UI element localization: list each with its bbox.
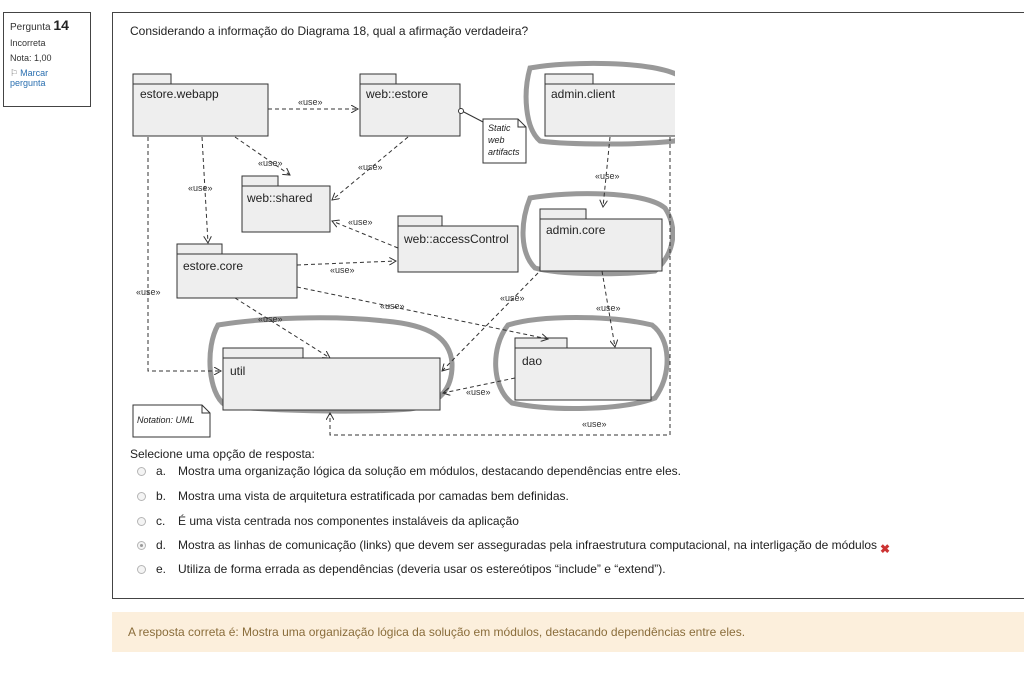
package-label-util: util xyxy=(230,364,245,378)
use-label: «use» xyxy=(330,265,355,275)
option-c[interactable]: c. É uma vista centrada nos componentes … xyxy=(137,513,519,529)
use-label: «use» xyxy=(358,162,383,172)
package-admin-client: admin.client xyxy=(544,73,675,137)
flag-question-link[interactable]: ⚐Marcar pergunta xyxy=(10,68,84,88)
option-letter: e. xyxy=(156,562,167,576)
package-dao: dao xyxy=(514,337,652,401)
package-label-admin-client: admin.client xyxy=(551,87,616,101)
question-number-value: 14 xyxy=(53,17,69,33)
use-label: «use» xyxy=(466,387,491,397)
question-state: Incorreta xyxy=(10,38,46,48)
flag-label-line2: pergunta xyxy=(10,78,46,88)
package-label-web-shared: web::shared xyxy=(246,191,312,205)
radio-option-b[interactable] xyxy=(137,491,146,501)
package-estore-webapp: estore.webapp xyxy=(132,73,269,137)
correct-answer-feedback: A resposta correta é: Mostra uma organiz… xyxy=(112,612,1024,652)
question-content: Considerando a informação do Diagrama 18… xyxy=(112,12,1024,599)
question-grade: Nota: 1,00 xyxy=(10,53,52,63)
package-label-estore-webapp: estore.webapp xyxy=(140,87,219,101)
answer-prompt: Selecione uma opção de resposta: xyxy=(130,447,315,461)
use-label: «use» xyxy=(595,171,620,181)
static-artifacts-note: Static web artifacts xyxy=(482,118,527,164)
use-label: «use» xyxy=(500,293,525,303)
use-label: «use» xyxy=(380,301,405,311)
use-label: «use» xyxy=(298,97,323,107)
feedback-text: A resposta correta é: Mostra uma organiz… xyxy=(128,625,746,639)
dependency-arrows xyxy=(147,109,671,436)
option-d[interactable]: d. Mostra as linhas de comunicação (link… xyxy=(137,537,891,556)
uml-package-diagram: estore.webapp web::estore admin.client w… xyxy=(132,60,675,438)
radio-option-c[interactable] xyxy=(137,516,146,526)
option-text: Mostra uma vista de arquitetura estratif… xyxy=(178,489,569,503)
option-a[interactable]: a. Mostra uma organização lógica da solu… xyxy=(137,463,681,479)
use-labels: «use» «use» «use» «use» «use» «use» «use… xyxy=(136,97,621,429)
use-label: «use» xyxy=(258,158,283,168)
incorrect-mark-icon: ✖ xyxy=(880,542,891,556)
static-note-line1: Static xyxy=(488,123,511,133)
option-e[interactable]: e. Utiliza de forma errada as dependênci… xyxy=(137,561,666,577)
package-util: util xyxy=(222,347,441,411)
package-web-accesscontrol: web::accessControl xyxy=(397,215,519,273)
package-label-web-accesscontrol: web::accessControl xyxy=(403,232,509,246)
static-note-line3: artifacts xyxy=(488,147,520,157)
option-b[interactable]: b. Mostra uma vista de arquitetura estra… xyxy=(137,488,569,504)
option-text: É uma vista centrada nos componentes ins… xyxy=(178,514,519,528)
package-label-dao: dao xyxy=(522,354,542,368)
question-number: Pergunta 14 xyxy=(10,17,84,33)
package-estore-core: estore.core xyxy=(176,243,298,299)
flag-label-line1: Marcar xyxy=(20,68,49,78)
flag-icon: ⚐ xyxy=(10,68,19,78)
option-text: Mostra as linhas de comunicação (links) … xyxy=(178,538,878,552)
package-label-admin-core: admin.core xyxy=(546,223,606,237)
package-label-estore-core: estore.core xyxy=(183,259,243,273)
option-letter: a. xyxy=(156,464,167,478)
option-letter: b. xyxy=(156,489,167,503)
static-artifacts-link xyxy=(459,109,486,124)
option-text: Mostra uma organização lógica da solução… xyxy=(178,464,681,478)
question-label: Pergunta xyxy=(10,22,51,33)
option-letter: d. xyxy=(156,538,167,552)
use-label: «use» xyxy=(188,183,213,193)
use-label: «use» xyxy=(136,287,161,297)
radio-option-e[interactable] xyxy=(137,564,146,574)
notation-note: Notation: UML xyxy=(132,404,211,438)
use-label: «use» xyxy=(348,217,373,227)
question-info-panel: Pergunta 14 Incorreta Nota: 1,00 ⚐Marcar… xyxy=(3,12,91,107)
highlight-admin-client xyxy=(523,60,675,147)
package-admin-core: admin.core xyxy=(539,208,663,272)
radio-option-d-selected[interactable] xyxy=(137,540,146,550)
option-text: Utiliza de forma errada as dependências … xyxy=(178,562,666,576)
use-label: «use» xyxy=(596,303,621,313)
static-artifacts-port xyxy=(458,108,464,114)
option-letter: c. xyxy=(156,514,166,528)
use-label: «use» xyxy=(258,314,283,324)
package-web-estore: web::estore xyxy=(359,73,461,137)
radio-option-a[interactable] xyxy=(137,466,146,476)
question-text: Considerando a informação do Diagrama 18… xyxy=(130,24,529,38)
package-label-web-estore: web::estore xyxy=(365,87,428,101)
notation-note-text: Notation: UML xyxy=(137,415,195,425)
package-web-shared: web::shared xyxy=(241,175,331,233)
use-label: «use» xyxy=(582,419,607,429)
static-note-line2: web xyxy=(488,135,505,145)
highlight-dao xyxy=(493,315,670,411)
